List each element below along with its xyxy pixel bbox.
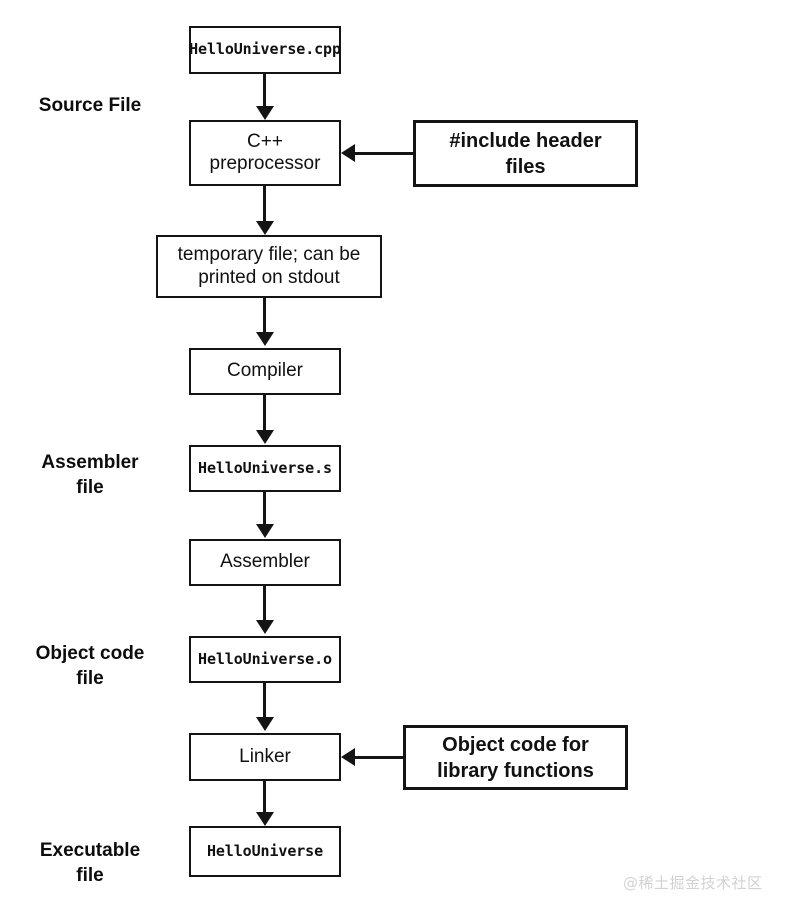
arrowhead-source-to-preprocessor <box>256 106 274 120</box>
arrowhead-assembler-to-object-file <box>256 620 274 634</box>
connector-headers-to-preprocessor <box>355 152 415 155</box>
node-compiler: Compiler <box>189 348 341 395</box>
arrowhead-headers-to-preprocessor <box>341 144 355 162</box>
node-object-file: HelloUniverse.o <box>189 636 341 683</box>
connector-compiler-to-assembly-file <box>263 395 266 432</box>
stage-label-object-code-file: Object code file <box>35 643 145 690</box>
connector-assembly-file-to-assembler <box>263 492 266 526</box>
connector-temp-file-to-compiler <box>263 298 266 334</box>
node-preprocessor: C++ preprocessor <box>189 120 341 186</box>
stage-label-executable-file: Executable file <box>39 840 141 887</box>
connector-object-file-to-linker <box>263 683 266 719</box>
arrowhead-compiler-to-assembly-file <box>256 430 274 444</box>
connector-library-to-linker <box>355 756 405 759</box>
arrowhead-assembly-file-to-assembler <box>256 524 274 538</box>
node-include-header-files: #include header files <box>413 120 638 187</box>
connector-source-to-preprocessor <box>263 74 266 108</box>
connector-preprocessor-to-temp-file <box>263 186 266 223</box>
stage-label-source-file: Source File <box>38 95 142 116</box>
node-assembly-file: HelloUniverse.s <box>189 445 341 492</box>
connector-assembler-to-object-file <box>263 586 266 622</box>
node-library-object-code: Object code for library functions <box>403 725 628 790</box>
node-assembler: Assembler <box>189 539 341 586</box>
node-temporary-file: temporary file; can be printed on stdout <box>156 235 382 298</box>
watermark-text: @稀土掘金技术社区 <box>623 874 763 892</box>
node-source-file: HelloUniverse.cpp <box>189 26 341 74</box>
arrowhead-preprocessor-to-temp-file <box>256 221 274 235</box>
stage-label-assembler-file: Assembler file <box>41 452 139 499</box>
arrowhead-temp-file-to-compiler <box>256 332 274 346</box>
connector-linker-to-executable <box>263 781 266 814</box>
arrowhead-library-to-linker <box>341 748 355 766</box>
node-executable: HelloUniverse <box>189 826 341 877</box>
arrowhead-object-file-to-linker <box>256 717 274 731</box>
node-linker: Linker <box>189 733 341 781</box>
arrowhead-linker-to-executable <box>256 812 274 826</box>
